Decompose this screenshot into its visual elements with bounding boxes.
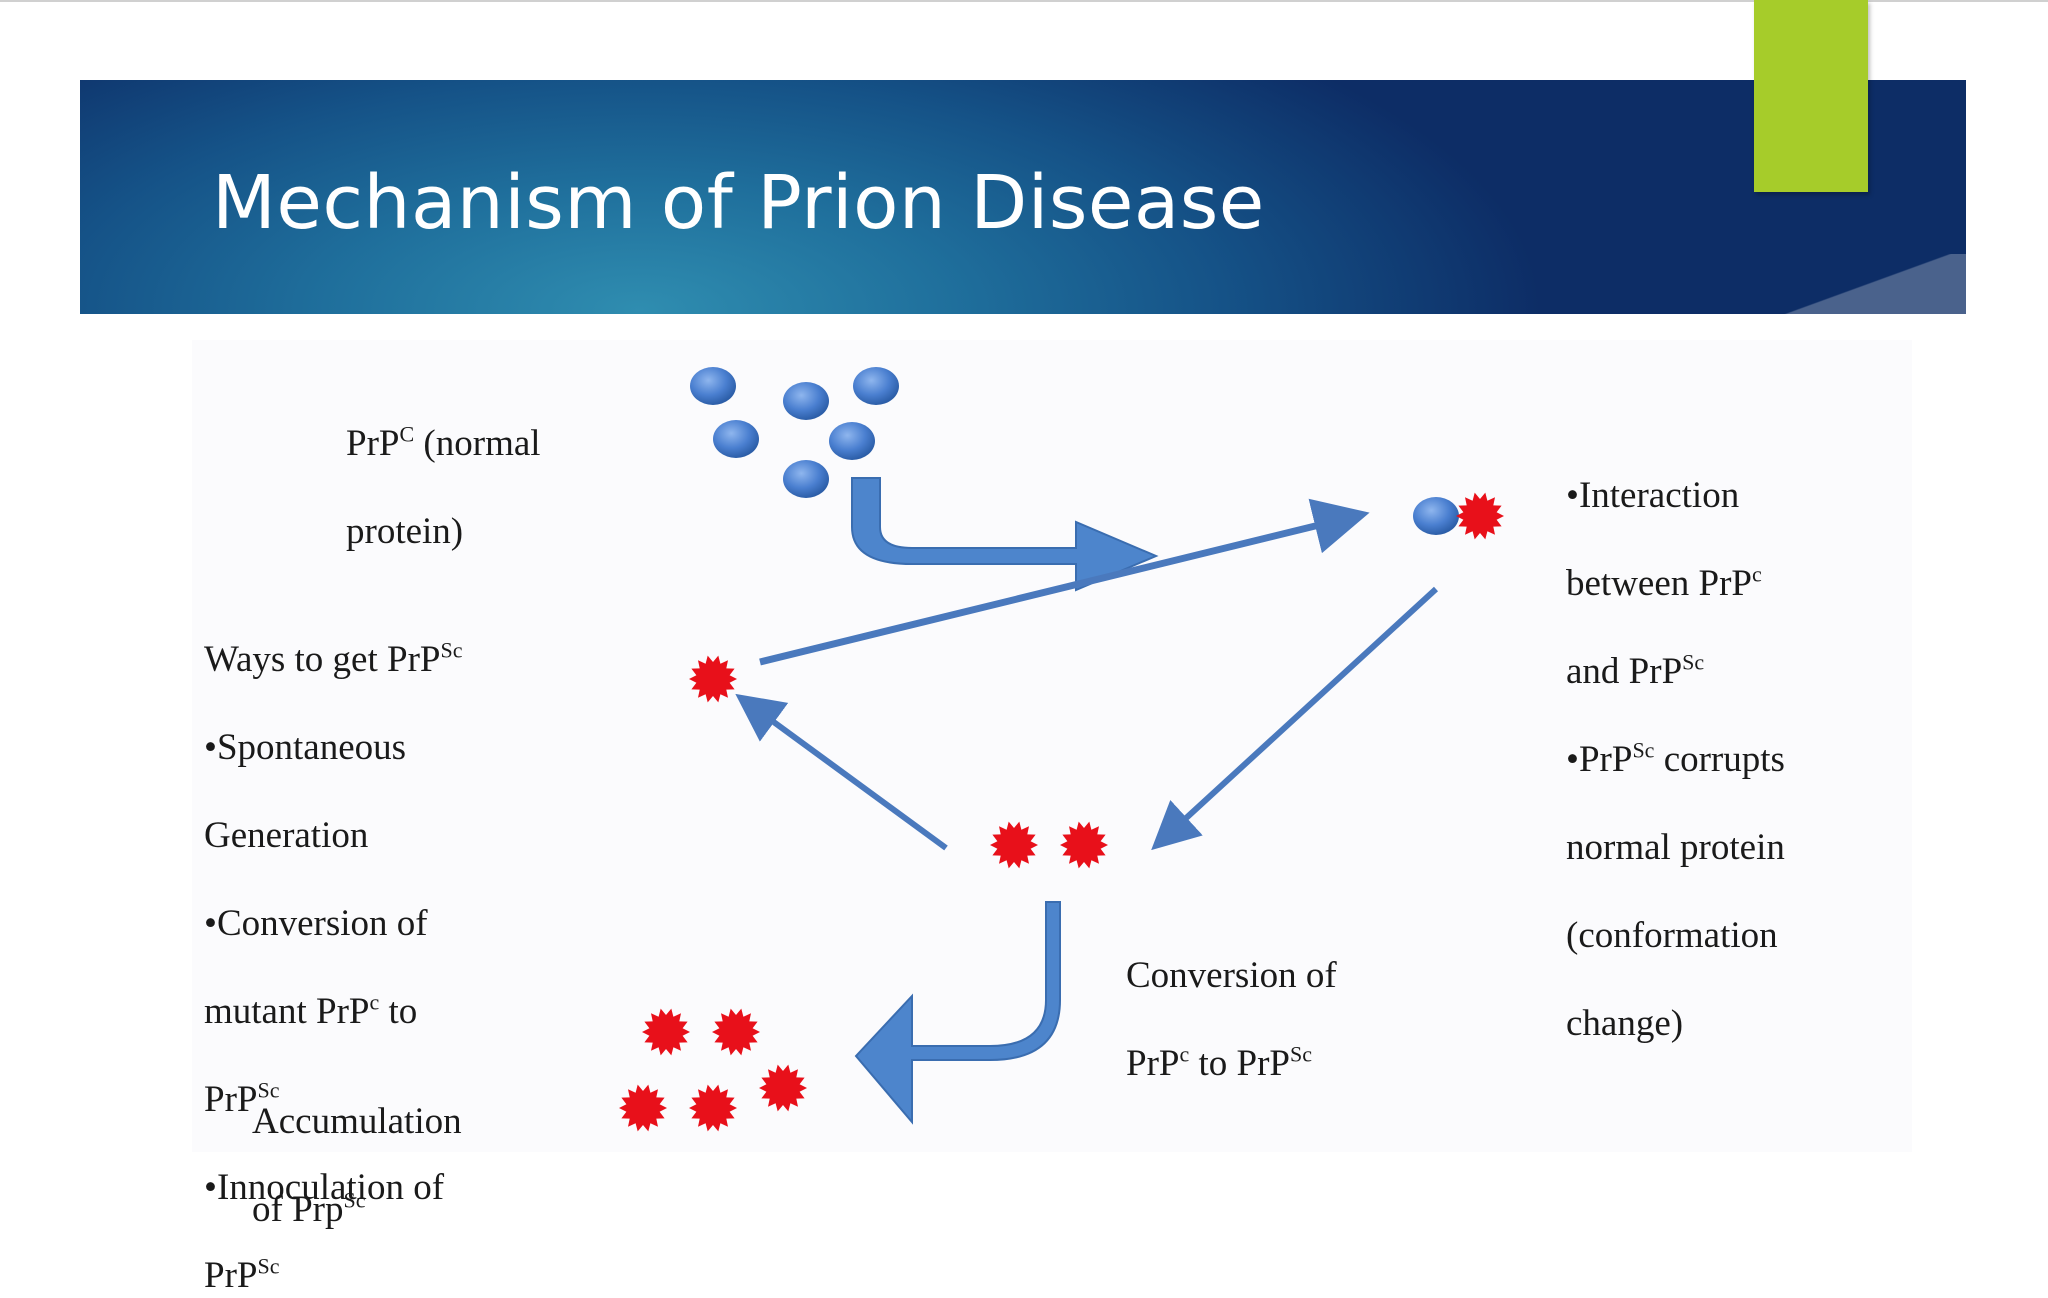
prion-particle bbox=[1060, 821, 1108, 869]
normal-protein bbox=[783, 460, 829, 498]
prion-particles bbox=[619, 492, 1504, 1132]
prion-particle bbox=[712, 1008, 760, 1056]
normal-protein-interacting bbox=[1413, 497, 1459, 535]
normal-protein-cluster bbox=[690, 367, 899, 498]
label-interaction: •Interaction between PrPc and PrPSc •PrP… bbox=[1566, 475, 1785, 1044]
label-normal-protein: PrPC (normal protein) bbox=[346, 421, 541, 552]
normal-protein bbox=[829, 422, 875, 460]
normal-protein bbox=[690, 367, 736, 405]
label-conversion: Conversion of PrPc to PrPSc bbox=[1126, 955, 1337, 1084]
normal-protein bbox=[853, 367, 899, 405]
prion-particle bbox=[619, 1084, 667, 1132]
prion-particle bbox=[689, 1084, 737, 1132]
curved-block-arrow-to-accumulation bbox=[854, 901, 1061, 1125]
arrow-interaction-to-conversion bbox=[1151, 586, 1439, 851]
normal-protein bbox=[713, 420, 759, 458]
arrow-source-to-interaction bbox=[759, 498, 1370, 666]
prion-mechanism-diagram bbox=[619, 367, 1504, 1132]
title-banner: Mechanism of Prion Disease bbox=[80, 80, 1966, 314]
accent-tab bbox=[1754, 0, 1868, 192]
top-border bbox=[0, 0, 2048, 2]
prion-particle bbox=[689, 655, 737, 703]
prion-particle bbox=[642, 1008, 690, 1056]
normal-protein bbox=[783, 382, 829, 420]
arrow-conversion-to-source bbox=[735, 693, 948, 851]
slide-title: Mechanism of Prion Disease bbox=[212, 160, 1265, 246]
prion-particle bbox=[759, 1064, 807, 1112]
label-accumulation: Accumulation of PrpSc bbox=[252, 1101, 462, 1230]
prion-particle bbox=[1456, 492, 1504, 540]
prion-particle bbox=[990, 821, 1038, 869]
